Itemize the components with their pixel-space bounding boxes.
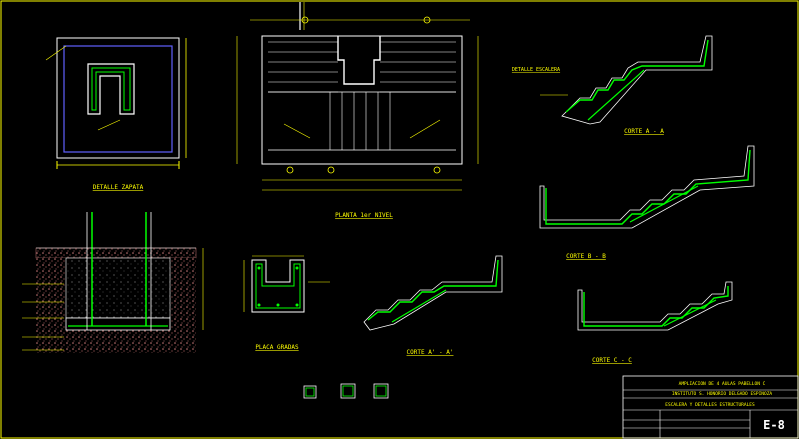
column-sections — [303, 383, 389, 399]
plan-title: PLANTA 1er NIVEL — [335, 212, 393, 219]
title-block: AMPLIACION DE 4 AULAS PABELLON C INSTITU… — [622, 375, 799, 439]
placa-title: PLACA GRADAS — [255, 344, 299, 351]
stair-plan: PLANTA 1er NIVEL — [236, 2, 479, 219]
corte-cc-section: CORTE C - C — [577, 281, 733, 364]
corte-cc-title: CORTE C - C — [592, 357, 632, 364]
footing-section — [22, 212, 204, 353]
corte-bb-section: CORTE B - B — [539, 145, 755, 260]
title-line-2: INSTITUTO S. HONORIO DELGADO ESPINOZA — [672, 391, 773, 397]
corte-aa-title: CORTE A - A — [624, 128, 664, 135]
corte-aa2-section: CORTE A' - A' — [363, 255, 503, 356]
escalera-title: DETALLE ESCALERA — [512, 67, 560, 73]
zapata-detail: DETALLE ZAPATA — [45, 37, 187, 191]
zapata-title: DETALLE ZAPATA — [93, 184, 144, 191]
sheet-number: E-8 — [763, 418, 785, 432]
corte-bb-title: CORTE B - B — [566, 253, 606, 260]
placa-gradas: PLACA GRADAS — [243, 255, 330, 351]
title-line-3: ESCALERA Y DETALLES ESTRUCTURALES — [665, 402, 755, 408]
title-line-1: AMPLIACION DE 4 AULAS PABELLON C — [679, 381, 766, 387]
corte-aa-section: DETALLE ESCALERA CORTE A - A — [512, 35, 713, 135]
corte-aa2-title: CORTE A' - A' — [407, 349, 454, 356]
